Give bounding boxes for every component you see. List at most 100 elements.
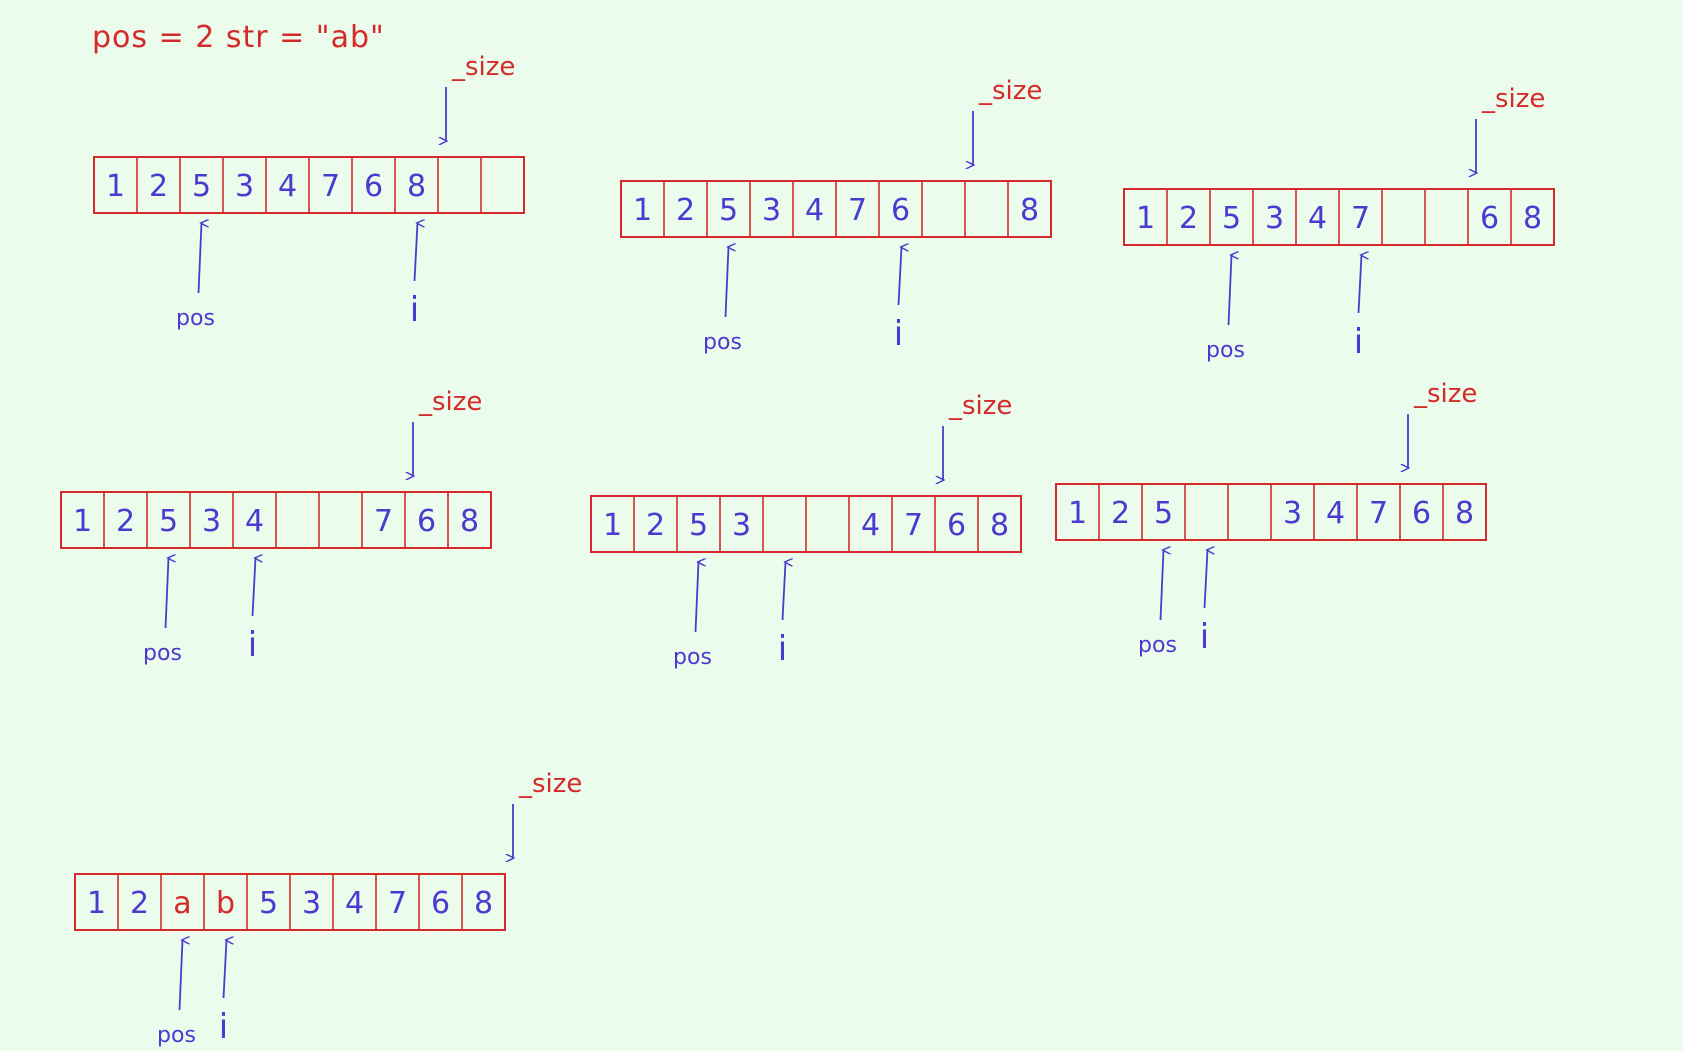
i-arrow: [251, 558, 256, 617]
cell-value: 4: [861, 508, 880, 543]
cell-value: 6: [891, 193, 910, 228]
i-arrow: [1203, 550, 1208, 609]
cell-value: 5: [159, 504, 178, 539]
i-arrow: [1357, 255, 1362, 314]
pos-arrow: [694, 562, 699, 633]
pos-label: pos: [673, 645, 712, 670]
size-label: _size: [451, 52, 515, 82]
i-arrow: [413, 223, 418, 282]
pos-label: pos: [157, 1023, 196, 1048]
cell-value: 3: [202, 504, 221, 539]
i-label: i: [1200, 617, 1209, 657]
cell-value: 4: [1326, 496, 1345, 531]
cell-value: 7: [848, 193, 867, 228]
cell-value: 2: [1179, 201, 1198, 236]
cell-value: 4: [245, 504, 264, 539]
cell-value: 3: [1283, 496, 1302, 531]
cell-value: 5: [689, 508, 708, 543]
cell-value: 7: [1369, 496, 1388, 531]
cell-value: 1: [633, 193, 652, 228]
pos-label: pos: [143, 641, 182, 666]
cell-value: 7: [321, 169, 340, 204]
cell-value: 4: [805, 193, 824, 228]
cell-value: 2: [130, 886, 149, 921]
cell-value: 8: [407, 169, 426, 204]
pos-arrow: [724, 247, 729, 318]
pos-label: pos: [703, 330, 742, 355]
cell-value: 2: [676, 193, 695, 228]
cell-value: 6: [1480, 201, 1499, 236]
cell-value: 6: [1412, 496, 1431, 531]
size-label: _size: [418, 387, 482, 417]
cell-value: 4: [278, 169, 297, 204]
pos-label: pos: [176, 306, 215, 331]
header-text: pos = 2 str = "ab": [92, 20, 385, 55]
cell-value: 1: [1068, 496, 1087, 531]
cell-value: 6: [431, 886, 450, 921]
cell-value: 6: [364, 169, 383, 204]
cell-value: 8: [1455, 496, 1474, 531]
cell-value: 5: [1154, 496, 1173, 531]
cell-value: b: [216, 886, 235, 921]
cell-value: 3: [762, 193, 781, 228]
cell-value: 7: [1351, 201, 1370, 236]
cell-value: 1: [73, 504, 92, 539]
cell-value: 7: [388, 886, 407, 921]
i-arrow: [897, 247, 902, 306]
cell-value: 3: [1265, 201, 1284, 236]
pos-arrow: [178, 940, 183, 1011]
cell-value: 1: [603, 508, 622, 543]
cell-value: 8: [1020, 193, 1039, 228]
size-label: _size: [1481, 84, 1545, 114]
cell-value: 5: [192, 169, 211, 204]
i-label: i: [894, 314, 903, 354]
i-label: i: [248, 625, 257, 665]
cell-value: 3: [235, 169, 254, 204]
cell-value: 1: [87, 886, 106, 921]
cell-value: 2: [149, 169, 168, 204]
i-arrow: [222, 940, 227, 999]
i-label: i: [1354, 322, 1363, 362]
cell-value: 5: [1222, 201, 1241, 236]
cell-value: 1: [1136, 201, 1155, 236]
size-label: _size: [978, 76, 1042, 106]
size-label: _size: [948, 391, 1012, 421]
pos-label: pos: [1206, 338, 1245, 363]
cell-value: 8: [474, 886, 493, 921]
i-label: i: [410, 290, 419, 330]
size-label: _size: [1413, 379, 1477, 409]
pos-arrow: [1227, 255, 1232, 326]
pos-arrow: [164, 558, 169, 629]
cell-value: 1: [106, 169, 125, 204]
cell-value: 2: [646, 508, 665, 543]
pos-arrow: [1159, 550, 1164, 621]
cell-value: 7: [374, 504, 393, 539]
cell-value: 3: [302, 886, 321, 921]
cell-value: 6: [947, 508, 966, 543]
cell-value: 4: [1308, 201, 1327, 236]
size-label: _size: [518, 769, 582, 799]
cell-value: 5: [259, 886, 278, 921]
i-arrow: [781, 562, 786, 621]
cell-value: 3: [732, 508, 751, 543]
i-label: i: [778, 629, 787, 669]
pos-arrow: [197, 223, 202, 294]
cell-value: 8: [1523, 201, 1542, 236]
cell-value: 2: [1111, 496, 1130, 531]
cell-value: 2: [116, 504, 135, 539]
cell-value: 6: [417, 504, 436, 539]
cell-value: 4: [345, 886, 364, 921]
cell-value: 7: [904, 508, 923, 543]
cell-value: 8: [460, 504, 479, 539]
pos-label: pos: [1138, 633, 1177, 658]
i-label: i: [219, 1007, 228, 1047]
cell-value: 5: [719, 193, 738, 228]
